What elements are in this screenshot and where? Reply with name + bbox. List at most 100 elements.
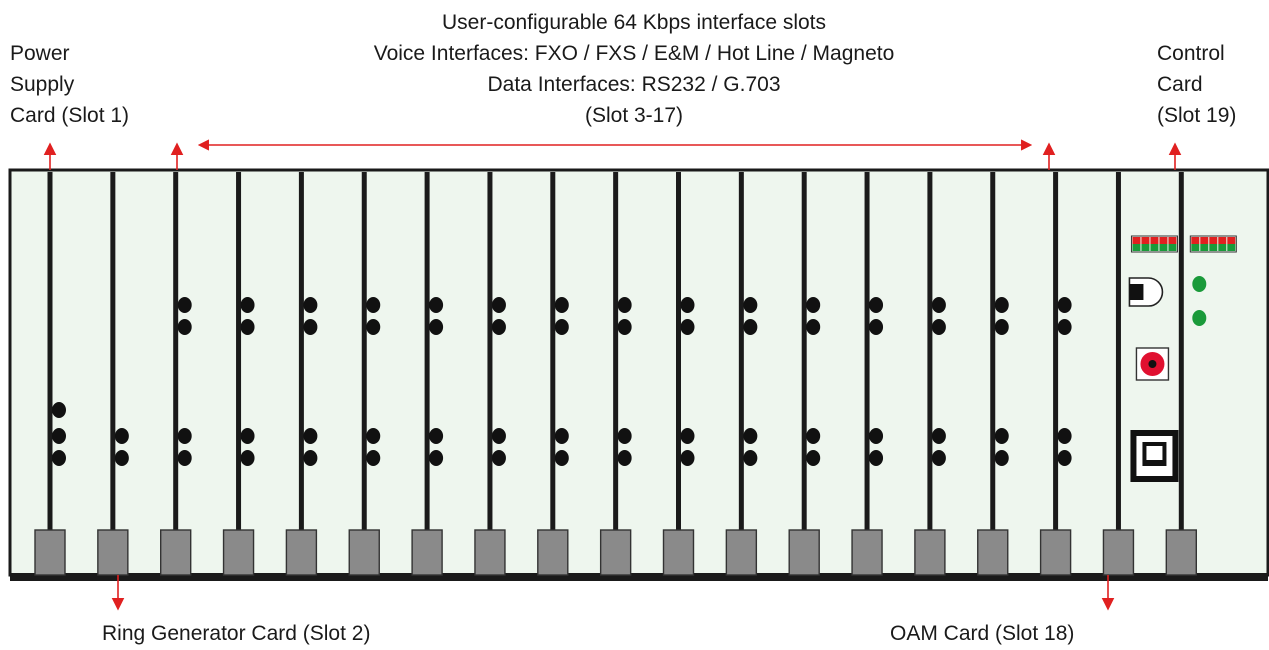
slot-2 [97, 172, 129, 576]
led-green [1141, 244, 1150, 251]
slot-connector [914, 529, 946, 576]
port-circle [680, 450, 695, 466]
slot-divider [298, 172, 304, 572]
slot-connector [537, 529, 569, 576]
port-circle [114, 428, 129, 444]
oam-card-label: OAM Card (Slot 18) [890, 622, 1074, 645]
port-circle [806, 450, 821, 466]
chassis-body [8, 168, 1269, 577]
port-circle [617, 450, 632, 466]
led-green [1227, 244, 1236, 251]
port-circle [177, 450, 192, 466]
led-red [1168, 237, 1177, 244]
port-circle [743, 450, 758, 466]
slot-connector [97, 529, 129, 576]
control-card-label: Control Card (Slot 19) [1157, 42, 1236, 127]
slot-9 [537, 172, 569, 576]
slot-divider [361, 172, 367, 572]
port-circle [869, 319, 884, 335]
port-circle [743, 297, 758, 313]
port-circle [429, 450, 444, 466]
port-circle [240, 297, 255, 313]
slot-divider [927, 172, 933, 572]
power-supply-line-1: Power [10, 42, 70, 65]
voice-interfaces-label: Voice Interfaces: FXO / FXS / E&M / Hot … [374, 42, 895, 65]
port-circle [240, 428, 255, 444]
port-circle [1057, 297, 1072, 313]
port-circle [680, 428, 695, 444]
port-circle [491, 297, 506, 313]
slot-divider [47, 172, 53, 572]
port-circle [994, 319, 1009, 335]
slot-connector [411, 529, 443, 576]
port-circle [806, 319, 821, 335]
slot-10 [599, 172, 632, 576]
slot-17 [1039, 172, 1072, 576]
port-circle [303, 428, 318, 444]
led-red [1209, 237, 1218, 244]
slot-connector [851, 529, 883, 576]
slot-connector [34, 529, 66, 576]
port-circle [429, 297, 444, 313]
port-circle [680, 297, 695, 313]
slot-13 [788, 172, 821, 576]
port-circle [366, 319, 381, 335]
slot-range-label: (Slot 3-17) [585, 104, 683, 127]
port-circle [994, 297, 1009, 313]
ring-generator-label: Ring Generator Card (Slot 2) [102, 622, 370, 645]
port-circle [240, 450, 255, 466]
slot-divider [236, 172, 242, 572]
port-circle [429, 319, 444, 335]
slot-connector [1039, 529, 1072, 576]
card-slots [34, 172, 1198, 576]
slot-divider [864, 172, 870, 572]
led-green [1218, 244, 1227, 251]
control-led-1 [1192, 276, 1207, 292]
slot-connector [788, 529, 820, 576]
slot-6 [348, 172, 381, 576]
port-circle [52, 428, 66, 444]
port-circle [1057, 319, 1072, 335]
port-circle [52, 402, 66, 418]
slot-connector [1102, 529, 1135, 576]
control-card-line-2: Card [1157, 73, 1203, 96]
led-green [1150, 244, 1159, 251]
led-strip-frame [1189, 235, 1237, 253]
led-red [1200, 237, 1209, 244]
control-card-line-3: (Slot 19) [1157, 104, 1236, 127]
slot-connector [474, 529, 506, 576]
slot-divider [487, 172, 493, 572]
rj45-clip [1146, 446, 1163, 460]
slot-7 [411, 172, 444, 576]
slot-connector [348, 529, 380, 576]
slot-divider [173, 172, 179, 572]
slot-18 [1102, 172, 1135, 576]
port-circle [240, 319, 255, 335]
slot-divider [613, 172, 619, 572]
control-led-2 [1192, 310, 1207, 326]
power-supply-line-2: Supply [10, 73, 75, 96]
port-circle [554, 428, 569, 444]
data-interfaces-label: Data Interfaces: RS232 / G.703 [488, 73, 781, 96]
slot-1 [34, 172, 66, 576]
port-circle [366, 297, 381, 313]
slot-16 [977, 172, 1009, 576]
port-circle [1057, 450, 1072, 466]
slot-12 [725, 172, 758, 576]
slot-connector [1165, 529, 1198, 576]
port-circle [617, 428, 632, 444]
port-circle [931, 450, 946, 466]
port-circle [177, 297, 192, 313]
port-circle [931, 428, 946, 444]
port-circle [680, 319, 695, 335]
port-circle [869, 450, 884, 466]
top-center-label: User-configurable 64 Kbps interface slot… [374, 11, 895, 127]
slot-connector [285, 529, 318, 576]
control-card-line-1: Control [1157, 42, 1225, 65]
port-circle [994, 428, 1009, 444]
oam-toggle-lever [1129, 284, 1144, 300]
slot-divider [1115, 172, 1121, 572]
led-green [1191, 244, 1200, 251]
port-circle [931, 297, 946, 313]
port-circle [303, 297, 318, 313]
